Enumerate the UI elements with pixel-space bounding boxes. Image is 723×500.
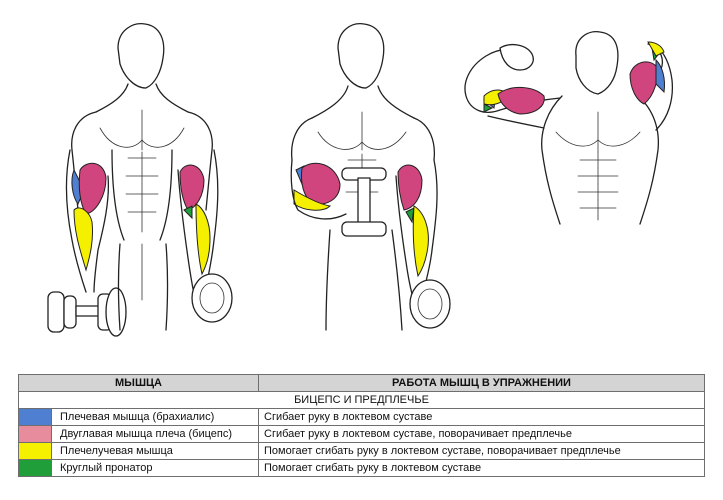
swatch-fill: [19, 409, 51, 425]
muscle-name: Круглый пронатор: [51, 459, 259, 477]
pronator-art: [183, 205, 193, 220]
dumbbell-center: [341, 167, 387, 237]
brachioradialis-art: [73, 207, 93, 272]
table-row: Круглый пронатор Помогает сгибать руку в…: [18, 459, 705, 477]
swatch-fill: [19, 460, 51, 476]
table-row: Плечелучевая мышца Помогает сгибать руку…: [18, 442, 705, 460]
biceps-art: [179, 164, 205, 211]
dumbbell-right: [191, 273, 233, 323]
biceps-art: [497, 87, 545, 115]
pronator-art: [405, 207, 415, 224]
color-swatch-biceps: [18, 425, 52, 443]
figure-dumbbell-curl: [290, 23, 451, 331]
muscle-name: Двуглавая мышца плеча (бицепс): [51, 425, 259, 443]
brachioradialis-art: [647, 41, 665, 57]
section-title: БИЦЕПС И ПРЕДПЛЕЧЬЕ: [18, 391, 705, 409]
table-row: Двуглавая мышца плеча (бицепс) Сгибает р…: [18, 425, 705, 443]
header-muscle: МЫШЦА: [18, 374, 259, 392]
muscle-table: МЫШЦА РАБОТА МЫШЦ В УПРАЖНЕНИИ БИЦЕПС И …: [18, 374, 705, 477]
biceps-art: [397, 164, 423, 211]
swatch-fill: [19, 443, 51, 459]
figure-double-biceps: [464, 31, 674, 225]
header-work: РАБОТА МЫШЦ В УПРАЖНЕНИИ: [258, 374, 705, 392]
color-swatch-brachioradialis: [18, 442, 52, 460]
muscle-name: Плечевая мышца (брахиалис): [51, 408, 259, 426]
brachioradialis-art: [412, 205, 429, 278]
muscle-description: Сгибает руку в локтевом суставе: [258, 408, 705, 426]
brachioradialis-art: [195, 203, 211, 276]
table-header-row: МЫШЦА РАБОТА МЫШЦ В УПРАЖНЕНИИ: [18, 374, 705, 392]
muscle-description: Помогает сгибать руку в локтевом суставе: [258, 459, 705, 477]
muscle-illustration: [47, 23, 674, 337]
biceps-art: [78, 162, 107, 215]
color-swatch-pronator: [18, 459, 52, 477]
pronator-art: [483, 103, 494, 113]
biceps-art: [301, 162, 341, 205]
muscle-name: Плечелучевая мышца: [51, 442, 259, 460]
swatch-fill: [19, 426, 51, 442]
brachioradialis-art: [293, 189, 332, 211]
muscle-description: Сгибает руку в локтевом суставе, поворач…: [258, 425, 705, 443]
dumbbell-left: [47, 287, 127, 337]
biceps-art: [629, 61, 658, 105]
muscle-description: Помогает сгибать руку в локтевом суставе…: [258, 442, 705, 460]
table-row: Плечевая мышца (брахиалис) Сгибает руку …: [18, 408, 705, 426]
brachialis-art: [655, 58, 665, 94]
table-section-row: БИЦЕПС И ПРЕДПЛЕЧЬЕ: [18, 391, 705, 409]
dumbbell-right-2: [409, 279, 451, 329]
figure-front-standing: [47, 23, 233, 337]
color-swatch-brachialis: [18, 408, 52, 426]
